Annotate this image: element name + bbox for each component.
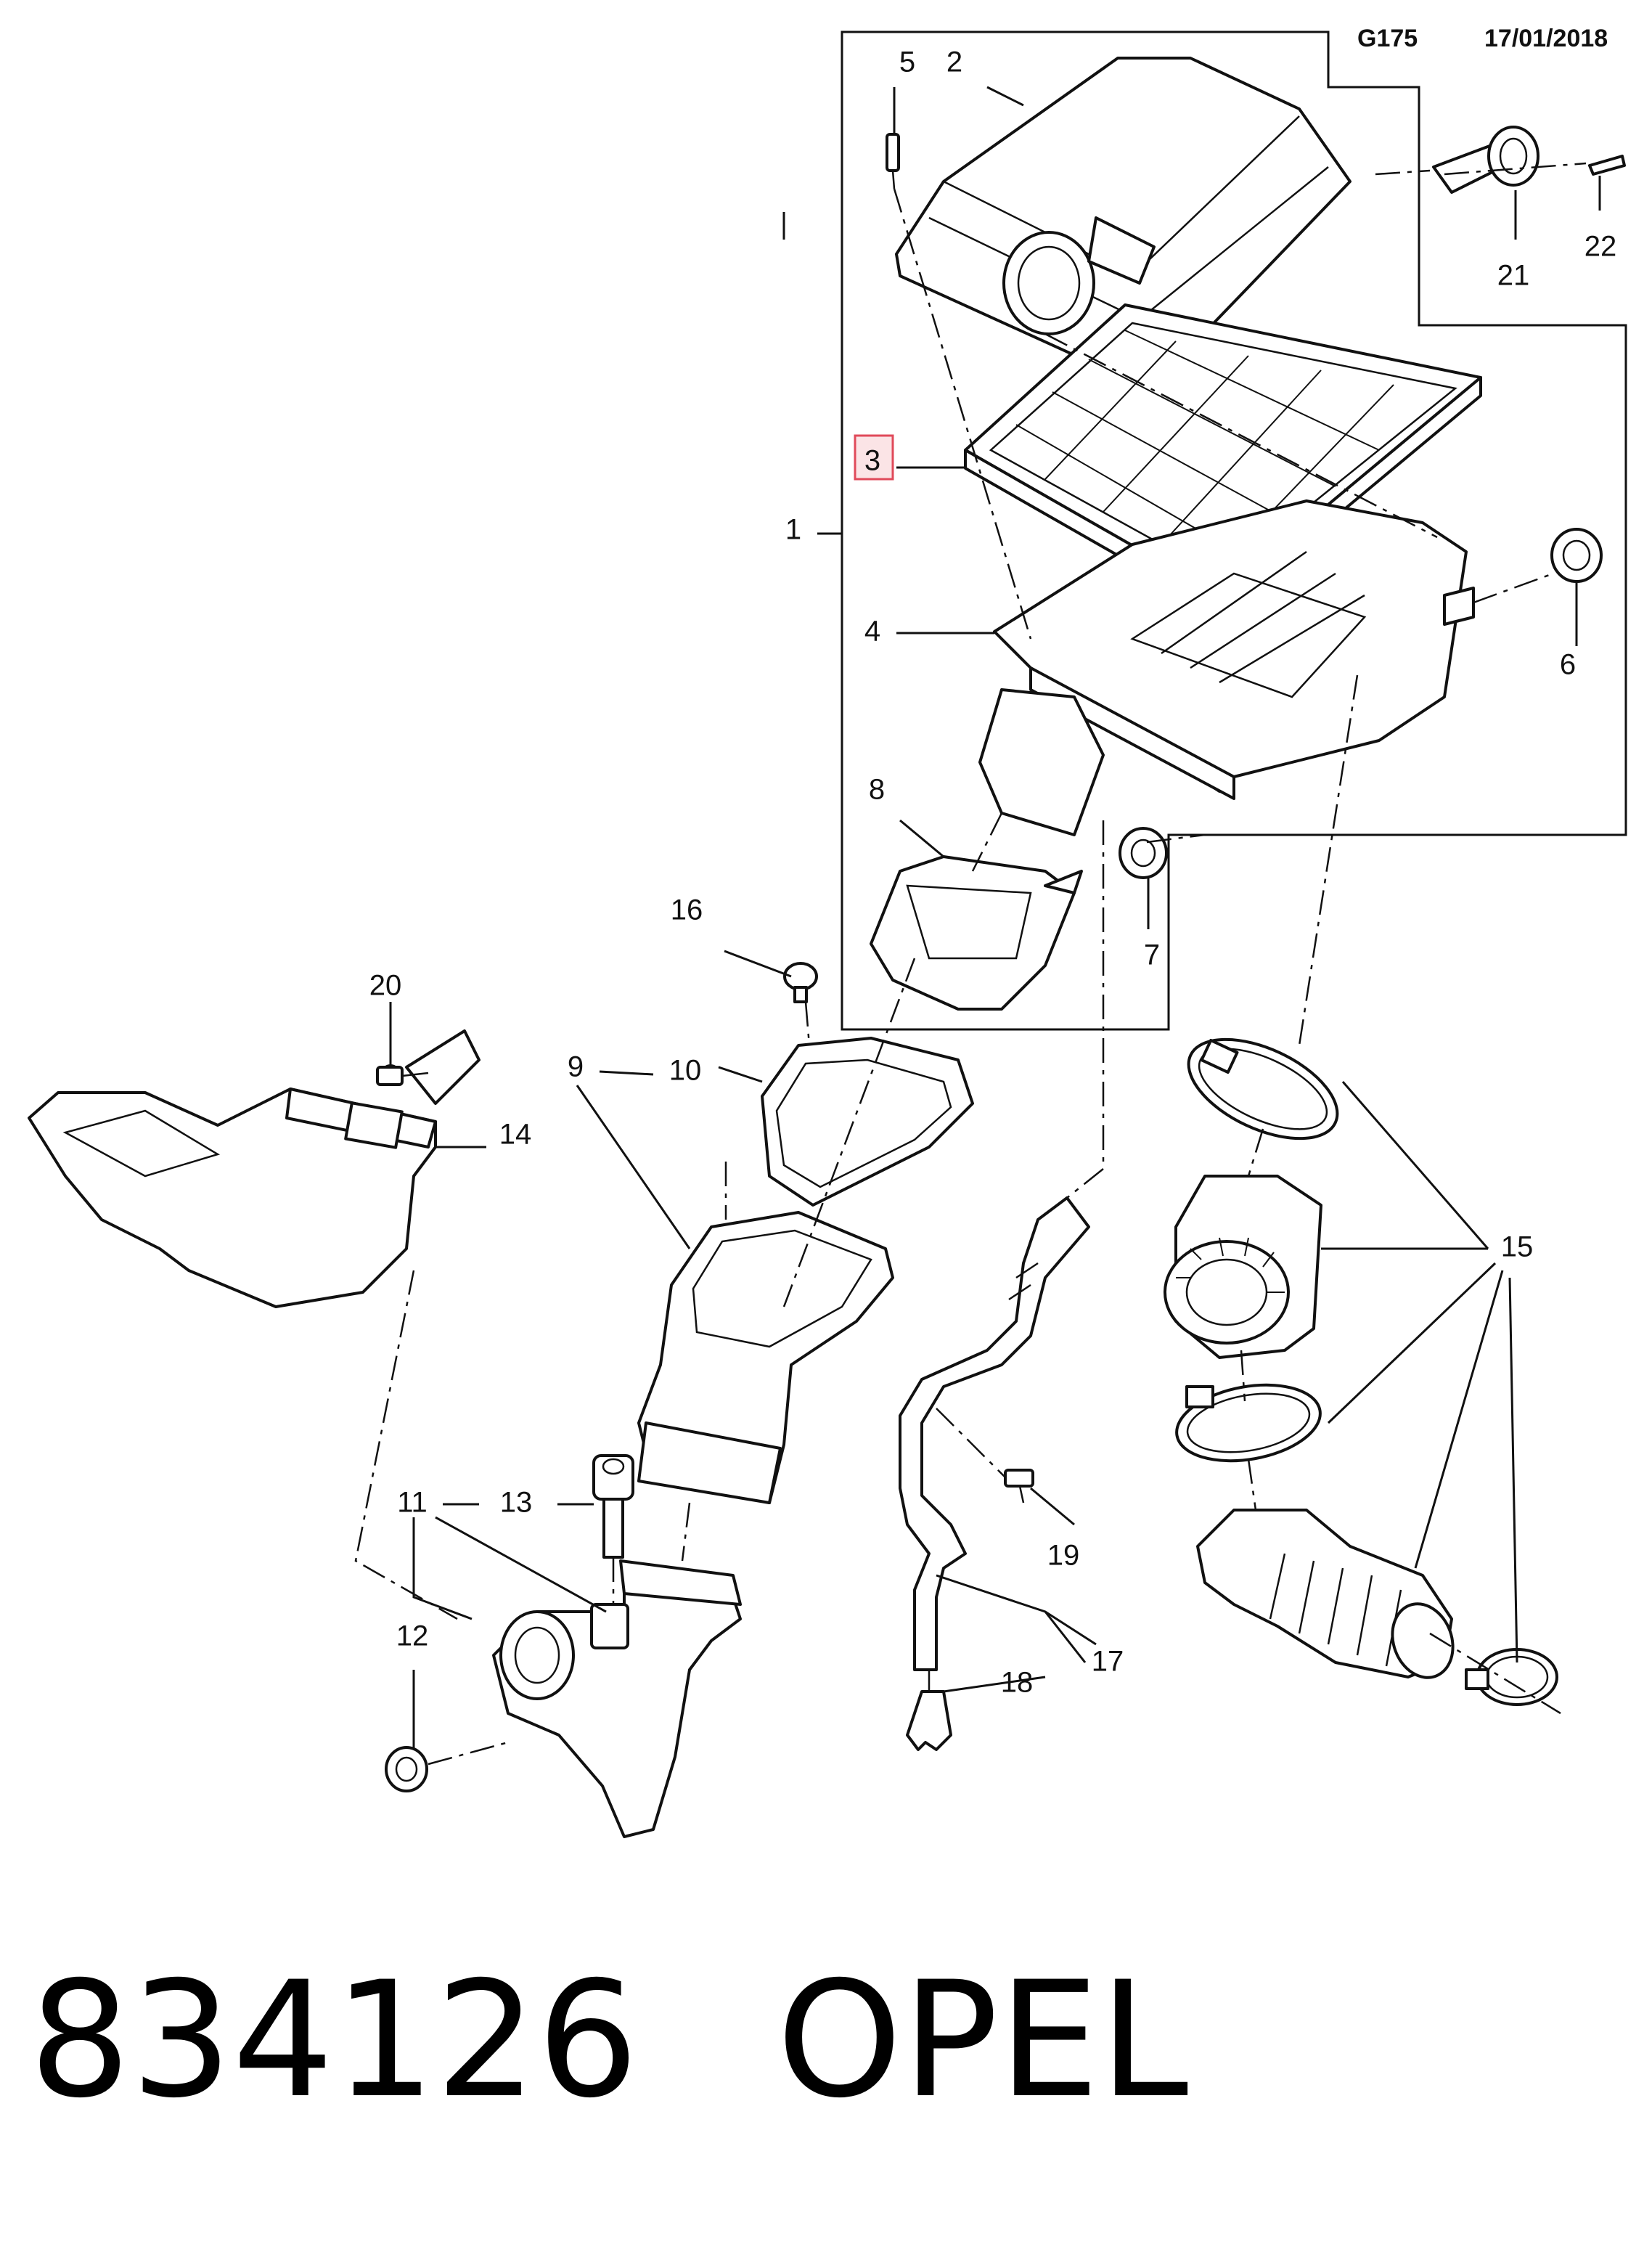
mass-air-flow-housing (1164, 1175, 1322, 1359)
callout-15: 15 (1501, 1231, 1534, 1263)
callout-13: 13 (500, 1487, 533, 1519)
callout-3-highlight (854, 434, 894, 481)
intake-duct-9 (637, 1211, 894, 1504)
vent-hose-17 (899, 1196, 1090, 1671)
sensor-21 (1432, 126, 1539, 194)
callout-2: 2 (946, 46, 962, 78)
hose-clamp-upper (1187, 1037, 1339, 1141)
callouts: 1 2 3 4 5 6 7 8 9 10 11 12 13 14 15 16 1… (369, 46, 1617, 1699)
callout-7: 7 (1144, 939, 1160, 971)
clip-18 (906, 1690, 952, 1751)
callout-16: 16 (671, 894, 703, 926)
callout-21: 21 (1497, 260, 1530, 292)
callout-5: 5 (899, 46, 915, 78)
assembly-centerlines (354, 162, 1587, 1766)
callout-3: 3 (864, 445, 880, 477)
air-filter-element (964, 303, 1482, 615)
callout-18: 18 (1001, 1667, 1034, 1699)
callout-10: 10 (669, 1055, 702, 1087)
footer: 834126 OPEL (29, 1960, 1188, 2134)
bushing-13 (592, 1454, 634, 1559)
callout-22: 22 (1584, 231, 1617, 263)
screw-22 (1588, 155, 1626, 176)
grommet-6 (1550, 528, 1603, 583)
callout-8: 8 (869, 774, 885, 806)
callout-9: 9 (568, 1051, 584, 1083)
brand-name: OPEL (776, 1947, 1189, 2133)
bellows-hose (1196, 1509, 1455, 1679)
callout-17: 17 (1092, 1646, 1124, 1678)
callout-20: 20 (369, 970, 402, 1002)
screw-5 (886, 133, 900, 189)
lower-duct-11 (492, 1559, 742, 1838)
leader-lines (389, 86, 1601, 1750)
assembly-boundary (841, 30, 1627, 1031)
part-number: 834126 (29, 1947, 639, 2133)
hose-clamp-lower (1465, 1648, 1558, 1706)
hose-clamp-middle (1175, 1383, 1322, 1463)
gasket-10 (761, 1037, 974, 1207)
callout-6: 6 (1560, 649, 1576, 681)
air-cleaner-cover (895, 57, 1352, 386)
air-cleaner-housing (978, 499, 1475, 836)
callout-1: 1 (785, 514, 801, 546)
diagram-date: 17/01/2018 (1484, 25, 1608, 52)
callout-11: 11 (397, 1487, 428, 1519)
fitting-19 (1004, 1469, 1034, 1504)
grommet-7 (1119, 827, 1168, 879)
callout-4: 4 (864, 616, 880, 648)
grommet-12 (385, 1746, 428, 1792)
callout-14: 14 (499, 1119, 532, 1151)
callout-19: 19 (1047, 1540, 1080, 1572)
intake-duct-seal (870, 855, 1083, 1011)
resonator-duct-14 (28, 1029, 481, 1308)
callout-12: 12 (396, 1620, 429, 1652)
diagram-code: G175 (1357, 25, 1418, 52)
plug-16 (783, 962, 818, 1003)
